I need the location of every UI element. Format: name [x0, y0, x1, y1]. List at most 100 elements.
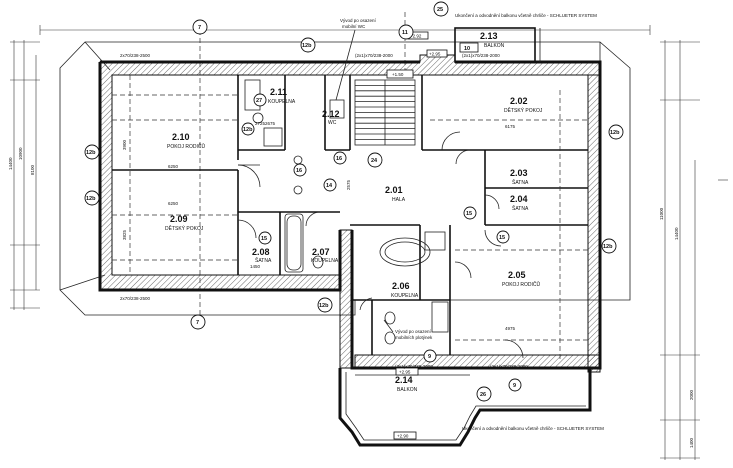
callouts: 7 7 11 25 12b 12b 12b 12b 12b 12b 12b 27…: [84, 1, 624, 402]
room-labels: 2.10 POKOJ RODIČŮ 2.09 DĚTSKÝ POKOJ 2.11…: [165, 31, 543, 393]
callout-15-b: 15: [466, 211, 472, 217]
callout-11: 11: [402, 30, 408, 36]
callout-27: 27: [256, 98, 262, 104]
note-top-left-2: mobilní WC: [342, 24, 366, 29]
dim-4975: 4975: [505, 326, 516, 331]
note-bottom: Vývod po osazení: [395, 329, 432, 334]
room-2-08-name: ŠATNA: [255, 257, 272, 264]
room-2-05-number: 2.05: [508, 270, 526, 280]
room-2-14-name: BALKON: [397, 387, 418, 393]
doors: [237, 131, 524, 359]
callout-14: 14: [326, 183, 333, 189]
room-2-09-number: 2.09: [170, 214, 188, 224]
note-bottom-right: Ukončení a odvodnění balkonu včetně chrl…: [462, 426, 604, 431]
room-2-05-name: POKOJ RODIČŮ: [502, 281, 540, 288]
callout-7-top: 7: [198, 25, 201, 31]
window-label-bottom-left: 2x70/238-2500: [120, 296, 151, 301]
callout-25: 25: [437, 7, 443, 13]
callout-9-b: 9: [428, 354, 431, 360]
callout-9-a: 9: [513, 383, 516, 389]
level-top-balcony-2: +2.95: [429, 52, 441, 57]
dim-1450: 1450: [250, 264, 261, 269]
callout-12b-left-2: 12b: [86, 196, 96, 202]
dim-6250-a: 6250: [168, 164, 179, 169]
window-labels: 2x70/238-2500 2x70/238-2500 (2x1)x70/238…: [120, 53, 528, 369]
room-2-13-number: 2.13: [480, 31, 498, 41]
dim-d14400-right: 14400: [674, 227, 679, 240]
level-stair: +1.50: [392, 72, 404, 77]
dim-d14400-left: 14400: [8, 157, 13, 170]
callout-7-bottom: 7: [196, 320, 199, 326]
room-2-02-name: DĚTSKÝ POKOJ: [504, 106, 543, 114]
room-2-06-name: KOUPELNA: [391, 293, 419, 299]
callout-16-a: 16: [296, 168, 302, 174]
room-2-11-name: KOUPELNA: [268, 99, 296, 105]
dashed-lines: [112, 75, 588, 360]
callout-12b-left-1: 12b: [86, 150, 96, 156]
room-2-14-number: 2.14: [395, 375, 413, 385]
window-label-bottom-mid: (2x1)x70/238-2000: [395, 364, 433, 369]
dim-d10900-left: 10900: [18, 147, 23, 160]
dim-6175: 6175: [505, 124, 516, 129]
left-dimension-lines: 14400 10900 8100: [8, 40, 40, 310]
room-2-10-name: POKOJ RODIČŮ: [167, 143, 205, 150]
dim-2675: 2675: [265, 121, 276, 126]
dim-d1400-right: 1400: [689, 437, 694, 448]
notes: Vývod po osazení mobilní WC Ukončení a o…: [335, 13, 604, 431]
level-bottom-balcony: +2.95: [399, 370, 411, 375]
level-bottom-balcony-2: +2.90: [397, 434, 409, 439]
room-2-11-number: 2.11: [270, 87, 287, 97]
callout-15-c: 15: [499, 235, 505, 241]
room-2-04-name: ŠATNA: [512, 205, 529, 212]
level-top-balcony: +2.92: [410, 34, 422, 39]
room-2-08-number: 2.08: [252, 247, 270, 257]
callout-16-b: 16: [336, 156, 342, 162]
top-balcony: +2.92 +2.95 10: [407, 27, 541, 63]
dim-d2000-right: 2000: [689, 389, 694, 400]
room-2-04-number: 2.04: [510, 194, 528, 204]
window-label-top-left: 2x70/238-2500: [120, 53, 151, 58]
window-label-top-mid: (2x1)x70/238-2000: [355, 53, 393, 58]
note-top-right: Ukončení a odvodnění balkonu včetně chrl…: [455, 13, 597, 18]
room-2-12-number: 2.12: [322, 109, 340, 119]
room-2-07-name: KOUPELNA: [311, 258, 339, 264]
dim-3900: 3900: [122, 139, 127, 150]
interior-dimensions: 6250 6250 6175 4975 3900 3825 2725 2675 …: [122, 121, 516, 331]
dim-2575: 2575: [346, 179, 351, 190]
window-label-top-right: (2x1)x70/238-2000: [462, 53, 500, 58]
bottom-balcony: +2.90 +2.95: [338, 367, 592, 447]
staircase: +1.50: [354, 69, 416, 146]
callout-15-a: 15: [261, 236, 267, 242]
room-2-03-name: ŠATNA: [512, 179, 529, 186]
callout-12b-right-1: 12b: [610, 130, 620, 136]
room-2-01-name: HALA: [392, 197, 406, 203]
callout-12b-right-2: 12b: [603, 244, 613, 250]
dim-3825: 3825: [122, 229, 127, 240]
window-label-bottom-right: (2x1)x70/238-2000: [490, 364, 528, 369]
room-2-10-number: 2.10: [172, 132, 190, 142]
callout-12b-bottom: 12b: [319, 303, 329, 309]
callout-26: 26: [480, 392, 486, 398]
note-top-left: Vývod po osazení: [340, 18, 377, 23]
callout-12b-top: 12b: [302, 43, 312, 49]
room-2-02-number: 2.02: [510, 96, 528, 106]
room-2-07-number: 2.07: [312, 247, 330, 257]
building-walls: [98, 54, 602, 373]
room-2-03-number: 2.03: [510, 168, 528, 178]
room-2-06-number: 2.06: [392, 281, 410, 291]
callout-12b-mid: 12b: [243, 127, 253, 133]
room-2-09-name: DĚTSKÝ POKOJ: [165, 224, 204, 232]
top-dimension-line: [39, 12, 651, 315]
room-2-13-name: BALKON: [484, 43, 505, 49]
dim-6250-b: 6250: [168, 201, 179, 206]
room-2-12-name: WC: [328, 120, 337, 126]
dim-d8100-left: 8100: [30, 164, 35, 175]
note-bottom-2: mobilních plotýnek: [395, 335, 433, 340]
dim-d11000-right: 11000: [659, 207, 664, 220]
right-dimension-lines: 11000 14400 2000 1400: [659, 40, 728, 460]
callout-24: 24: [371, 158, 378, 164]
callout-10: 10: [464, 46, 470, 52]
dim-2725: 2725: [255, 121, 266, 126]
room-2-01-number: 2.01: [385, 185, 403, 195]
